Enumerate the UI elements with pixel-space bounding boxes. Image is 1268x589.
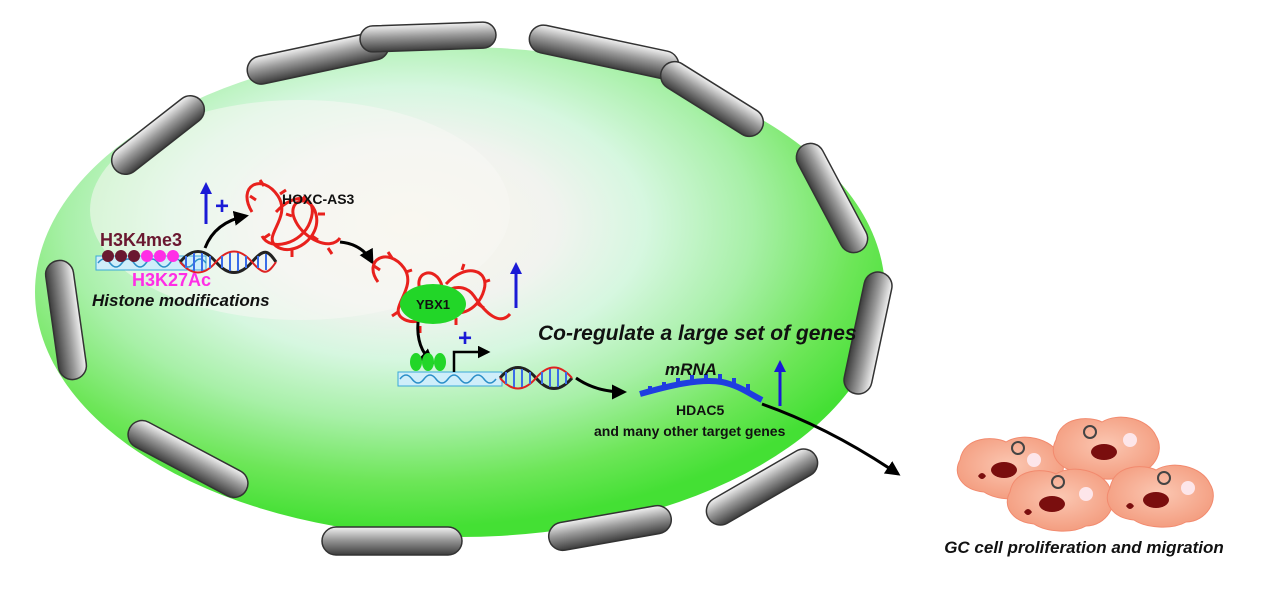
plus-sign: + — [215, 193, 229, 220]
nuclear-pore — [659, 60, 765, 138]
gc-cell-label: GC cell proliferation and migration — [944, 538, 1224, 557]
target-gene-promoter — [397, 345, 574, 390]
transcription-start-arrow — [452, 345, 491, 372]
gc-cell — [1052, 416, 1160, 480]
nuclear-pore — [843, 271, 893, 395]
nuclear-pore — [44, 259, 88, 381]
h3k27ac-label: H3K27Ac — [132, 270, 211, 290]
chromatin-histone-region — [95, 250, 278, 274]
histone-modifications-label: Histone modifications — [92, 291, 270, 310]
nuclear-pore — [127, 419, 249, 499]
gc-cell — [1006, 468, 1114, 532]
nuclear-envelope — [44, 21, 893, 556]
nucleus — [35, 47, 885, 537]
h3k4me3-label: H3K4me3 — [100, 230, 182, 250]
ybx1-bound — [434, 353, 446, 371]
nuclear-pore — [795, 142, 869, 254]
ybx1-bound — [410, 353, 422, 371]
hoxc-as3-lncrna — [245, 179, 342, 257]
ybx1-label: YBX1 — [416, 297, 450, 312]
mrna-label: mRNA — [665, 360, 717, 379]
nuclear-pore — [705, 448, 819, 526]
coregulate-label: Co-regulate a large set of genes — [538, 322, 857, 345]
ybx1-protein — [400, 284, 466, 324]
expression-arrow — [575, 376, 627, 400]
mrna-marks — [648, 374, 750, 392]
transcription-arrow — [203, 210, 249, 249]
nuclear-pore — [359, 21, 497, 53]
dna-helix — [178, 250, 278, 274]
hdac5-label: HDAC5 — [676, 402, 724, 418]
chromatin-fiber — [397, 371, 503, 387]
h3k4me3-mark — [115, 250, 127, 262]
h3k27ac-mark — [154, 250, 166, 262]
plus-sign: + — [458, 325, 472, 352]
chromatin-coil — [399, 374, 497, 384]
outcome-arrow — [761, 402, 901, 476]
binding-arrow — [339, 240, 374, 265]
ybx1-bound — [422, 353, 434, 371]
nuclear-pore — [547, 504, 673, 552]
h3k4me3-mark — [128, 250, 140, 262]
h3k4me3-mark — [102, 250, 114, 262]
gc-cells — [956, 416, 1214, 532]
gc-cell — [1106, 464, 1214, 528]
dna-helix — [498, 366, 574, 390]
hoxc-as3-label: HOXC-AS3 — [282, 191, 355, 207]
nuclear-pore — [321, 526, 463, 556]
many-targets-label: and many other target genes — [594, 423, 786, 439]
h3k27ac-mark — [141, 250, 153, 262]
h3k27ac-mark — [167, 250, 179, 262]
